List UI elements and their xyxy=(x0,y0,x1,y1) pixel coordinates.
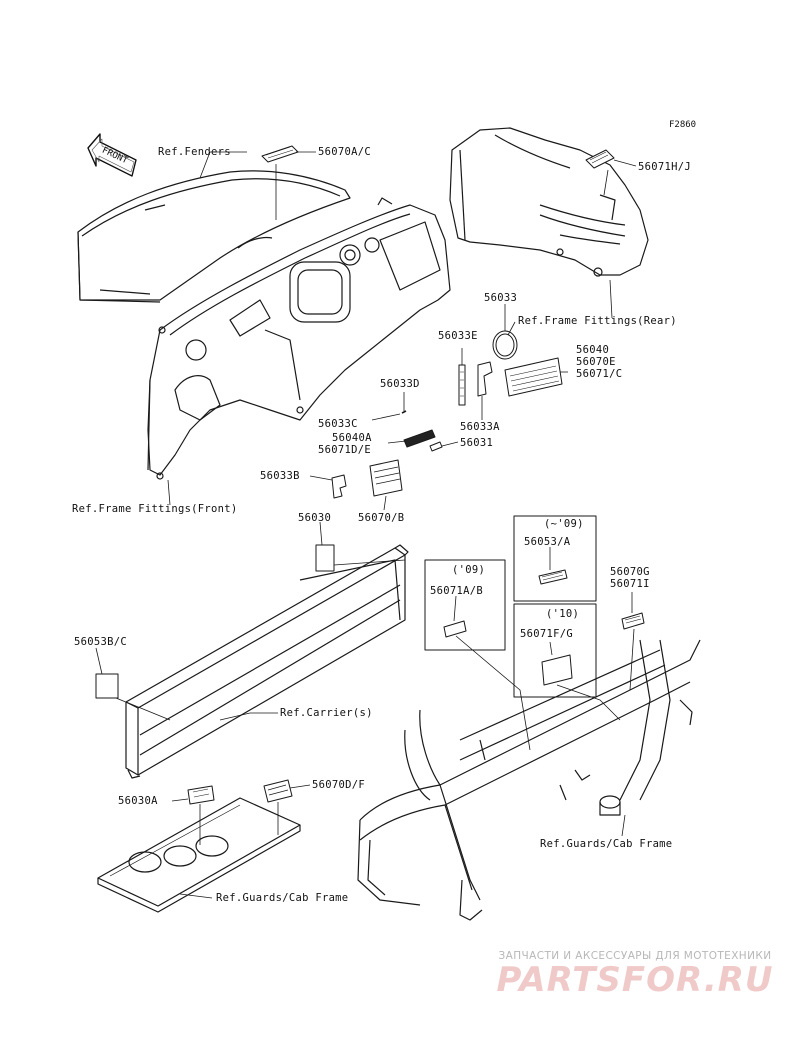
strip-56040a-icon xyxy=(403,429,436,448)
label-56070g: 56070G xyxy=(610,566,650,578)
label-ref-frame-fittings-rear: Ref.Frame Fittings(Rear) xyxy=(518,315,677,327)
label-ref-guards-cab-frame-right: Ref.Guards/Cab Frame xyxy=(540,838,673,850)
carrier-drawing xyxy=(125,544,409,779)
strip-56033d-icon xyxy=(401,410,407,414)
label-year-09: ('09) xyxy=(452,564,486,576)
fender-panel-drawing xyxy=(77,170,351,303)
bracket-56033a-icon xyxy=(477,361,493,397)
figure-code: F2860 xyxy=(669,120,697,130)
sticker-56070ac-icon xyxy=(261,145,299,163)
label-56040: 56040 xyxy=(576,344,610,356)
label-56070ac: 56070A/C xyxy=(318,146,371,158)
sticker-56053bc-icon xyxy=(95,673,119,699)
watermark-logo: PARTSFOR.RU xyxy=(496,960,774,1000)
bracket-56033b-icon xyxy=(331,474,347,499)
label-56053bc: 56053B/C xyxy=(74,636,127,648)
watermark: ЗАПЧАСТИ И АКСЕССУАРЫ ДЛЯ МОТОТЕХНИКИ PA… xyxy=(480,950,790,998)
year-callout-boxes xyxy=(424,515,597,698)
label-56033b: 56033B xyxy=(260,470,300,482)
watermark-tagline: ЗАПЧАСТИ И АКСЕССУАРЫ ДЛЯ МОТОТЕХНИКИ xyxy=(498,950,772,962)
label-year-upto-09: (~'09) xyxy=(544,518,584,530)
ring-56033-icon xyxy=(492,330,518,360)
label-56040a: 56040A xyxy=(332,432,372,444)
label-56070e: 56070E xyxy=(576,356,616,368)
label-56031: 56031 xyxy=(460,437,494,449)
label-56030a: 56030A xyxy=(118,795,158,807)
label-ref-carrier: Ref.Carrier(s) xyxy=(280,707,373,719)
label-stickers xyxy=(95,145,645,805)
label-56070b: 56070/B xyxy=(358,512,405,524)
label-year-10: ('10) xyxy=(546,608,580,620)
floor-tray-drawing xyxy=(97,797,301,913)
sticker-56030a-icon xyxy=(187,785,215,805)
label-56071fg: 56071F/G xyxy=(520,628,573,640)
label-56040-icon xyxy=(504,357,563,397)
dashboard-drawing xyxy=(147,197,451,480)
label-56033e: 56033E xyxy=(438,330,478,342)
sticker-56071hj-icon xyxy=(585,149,615,169)
rear-panel-drawing xyxy=(449,127,649,277)
label-56033d: 56033D xyxy=(380,378,420,390)
label-56071ab: 56071A/B xyxy=(430,585,483,597)
label-56033c: 56033C xyxy=(318,418,358,430)
label-ref-guards-cab-frame-bottom: Ref.Guards/Cab Frame xyxy=(216,892,349,904)
sticker-56070df-icon xyxy=(263,779,293,803)
label-56033a: 56033A xyxy=(460,421,500,433)
label-56070b-icon xyxy=(369,459,403,497)
label-56071hj: 56071H/J xyxy=(638,161,691,173)
label-56053a: 56053/A xyxy=(524,536,571,548)
sticker-56071fg-icon xyxy=(541,654,573,686)
label-56033: 56033 xyxy=(484,292,518,304)
label-56071de: 56071D/E xyxy=(318,444,371,456)
label-56030: 56030 xyxy=(298,512,332,524)
cab-guard-frame-drawing xyxy=(357,639,701,921)
label-ref-frame-fittings-front: Ref.Frame Fittings(Front) xyxy=(72,503,238,515)
label-ref-fenders: Ref.Fenders xyxy=(158,146,231,158)
leader-lines xyxy=(95,151,637,899)
strip-56033e-icon xyxy=(458,364,466,406)
label-56071c: 56071/C xyxy=(576,368,623,380)
label-56071i: 56071I xyxy=(610,578,650,590)
sticker-56071ab-icon xyxy=(443,620,467,638)
sticker-56030-icon xyxy=(315,544,335,572)
sticker-56053a-icon xyxy=(538,569,568,585)
clip-56031-icon xyxy=(429,441,443,452)
front-direction-arrow-icon: FRONT xyxy=(87,133,137,177)
sticker-56070g-icon xyxy=(621,612,645,630)
label-56070df: 56070D/F xyxy=(312,779,365,791)
